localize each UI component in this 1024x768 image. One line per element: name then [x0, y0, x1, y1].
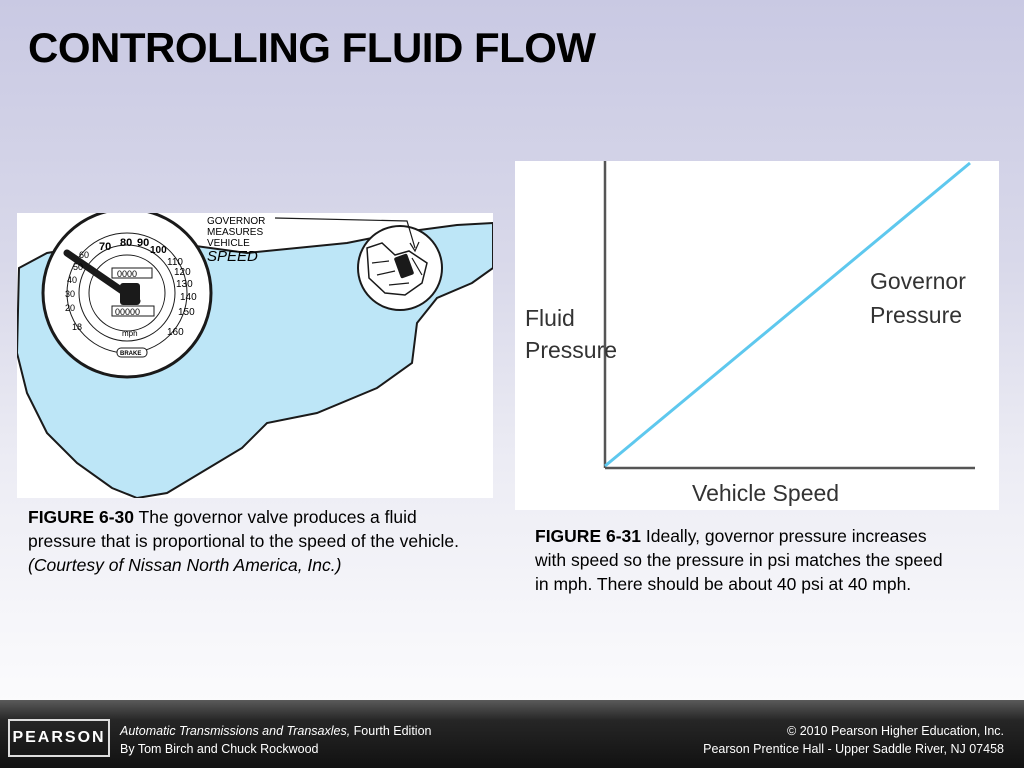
speedo-number: 50 — [73, 262, 83, 272]
odometer — [111, 267, 153, 279]
speedo-number: 130 — [176, 279, 193, 290]
governor-pressure-graph: Fluid Pressure Vehicle Speed Governor Pr… — [525, 161, 975, 506]
caption-credit: (Courtesy of Nissan North America, Inc.) — [28, 555, 342, 575]
slide-footer: PEARSON Automatic Transmissions and Tran… — [0, 700, 1024, 768]
speedo-number: 80 — [120, 237, 132, 249]
speedo-number: 20 — [65, 303, 75, 313]
x-axis-label: Vehicle Speed — [692, 480, 839, 506]
publisher: Pearson Prentice Hall - Upper Saddle Riv… — [703, 742, 1004, 756]
figure-number: FIGURE 6-31 — [535, 526, 641, 546]
slide-title: CONTROLLING FLUID FLOW — [28, 24, 596, 71]
caption-figure-6-30: FIGURE 6-30 The governor valve produces … — [28, 505, 478, 577]
speedometer-gauge: 0000 00000 mph BRAKE 70 80 90 100 110 12… — [41, 207, 213, 379]
speedo-number: 120 — [174, 267, 191, 278]
governor-pressure-line — [604, 161, 971, 468]
speedo-number: 30 — [65, 289, 75, 299]
speedo-number: 150 — [178, 307, 195, 318]
figure-6-31-image: Fluid Pressure Vehicle Speed Governor Pr… — [515, 161, 999, 510]
publisher-info: © 2010 Pearson Higher Education, Inc. Pe… — [703, 722, 1004, 758]
speedo-number: 18 — [72, 322, 82, 332]
y-axis-label: Pressure — [525, 337, 617, 363]
line-label: Governor — [870, 268, 966, 294]
speedo-number: 70 — [99, 241, 111, 253]
speedo-unit: mph — [122, 329, 138, 338]
figure-6-30-image: 0000 00000 mph BRAKE 70 80 90 100 110 12… — [15, 207, 494, 500]
y-axis-label: Fluid — [525, 305, 575, 331]
book-title-line: Automatic Transmissions and Transaxles, … — [120, 722, 431, 740]
speedo-number: 40 — [67, 275, 77, 285]
odometer-digits: 0000 — [117, 269, 137, 279]
callout-arrowhead — [409, 241, 420, 253]
copyright: © 2010 Pearson Higher Education, Inc. — [787, 724, 1004, 738]
callout-line: GOVERNOR — [207, 216, 265, 227]
book-authors: By Tom Birch and Chuck Rockwood — [120, 742, 319, 756]
callout-line: VEHICLE — [207, 238, 250, 249]
speedo-number: 100 — [150, 245, 167, 256]
needle-hub — [120, 283, 140, 305]
speedo-number: 110 — [167, 257, 183, 268]
speedo-number: 140 — [180, 292, 197, 303]
callout-line: MEASURES — [207, 227, 263, 238]
speedo-number: 90 — [137, 237, 149, 249]
trip-digits: 00000 — [115, 307, 140, 317]
speedo-number: 60 — [79, 250, 89, 260]
governor-inset — [357, 225, 443, 311]
speedo-number: 160 — [167, 327, 184, 338]
line-label: Pressure — [870, 302, 962, 328]
caption-figure-6-31: FIGURE 6-31 Ideally, governor pressure i… — [535, 524, 945, 596]
book-title: Automatic Transmissions and Transaxles, — [120, 724, 351, 738]
figure-number: FIGURE 6-30 — [28, 507, 134, 527]
caption-text: Ideally, governor pressure increases wit… — [535, 526, 943, 594]
brake-lamp — [116, 347, 148, 358]
governor-valve — [394, 253, 414, 279]
caption-text: The governor valve produces a fluid pres… — [28, 507, 459, 551]
governor-speedometer-illustration: 0000 00000 mph BRAKE 70 80 90 100 110 12… — [15, 207, 494, 500]
callout-leader — [274, 217, 416, 249]
book-info: Automatic Transmissions and Transaxles, … — [120, 722, 431, 758]
trip-meter — [111, 305, 155, 317]
book-edition: Fourth Edition — [350, 724, 432, 738]
brake-label: BRAKE — [120, 351, 141, 357]
callout-speed: SPEED — [207, 248, 258, 265]
pearson-logo: PEARSON — [8, 719, 110, 757]
